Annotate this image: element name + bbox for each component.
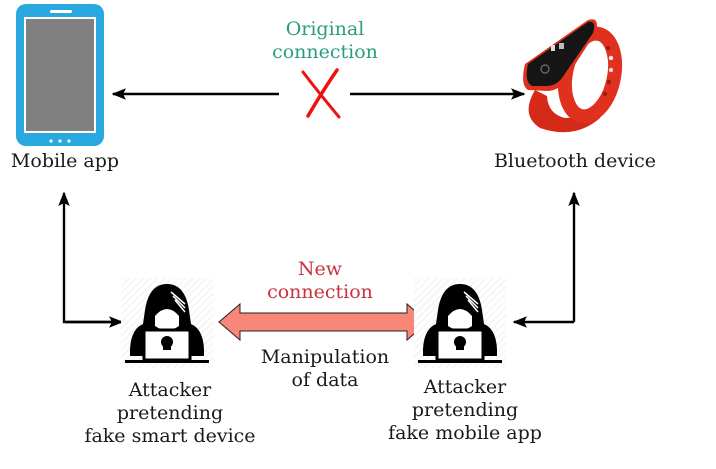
attacker-right-line-2: pretending [411, 399, 519, 421]
new-connection-label: New connection [250, 258, 390, 304]
attacker-left-line-2: pretending [116, 402, 224, 424]
manipulation-line-2: of data [291, 369, 359, 391]
new-label-line-1: New [297, 258, 343, 280]
red-x-icon [301, 68, 341, 119]
mobile-app-label: Mobile app [10, 150, 120, 172]
fitness-band-icon [523, 19, 623, 133]
attacker-right-label: Attacker pretending fake mobile app [375, 376, 555, 445]
attacker-right-line-3: fake mobile app [388, 422, 542, 444]
attacker-left-line-3: fake smart device [84, 425, 256, 447]
manipulation-label: Manipulation of data [240, 346, 410, 392]
smartphone-icon [16, 4, 104, 146]
attacker-left-label: Attacker pretending fake smart device [70, 379, 270, 448]
new-label-line-2: connection [267, 281, 373, 303]
original-label-line-1: Original [285, 18, 365, 40]
attacker-left-line-1: Attacker [128, 379, 212, 401]
manipulation-line-1: Manipulation [260, 346, 390, 368]
attacker-right-line-1: Attacker [423, 376, 507, 398]
original-connection-label: Original connection [250, 18, 400, 64]
hacker-icon [125, 284, 209, 363]
hacker-icon [418, 284, 502, 363]
original-label-line-2: connection [272, 41, 378, 63]
bluetooth-device-label: Bluetooth device [493, 150, 657, 172]
